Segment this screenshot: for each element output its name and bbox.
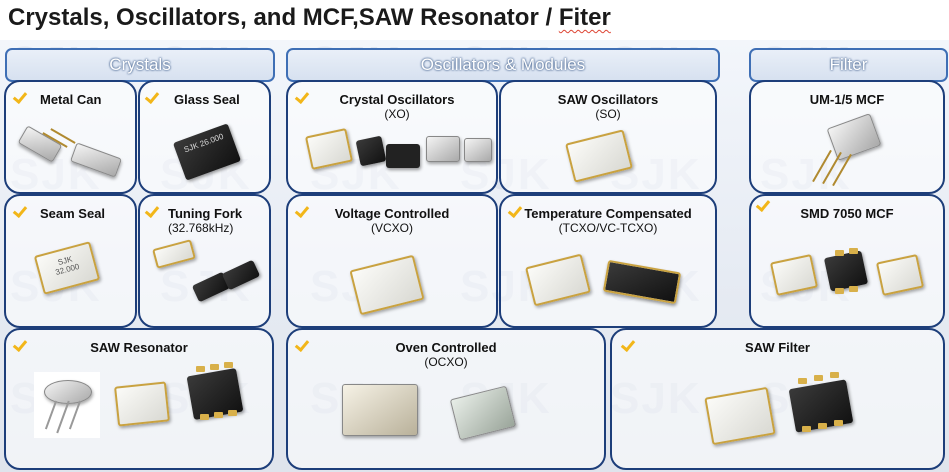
card-sublabel: (TCXO/VC-TCXO)	[558, 221, 658, 235]
card-saw-oscillators[interactable]: SAW Oscillators(SO)	[499, 80, 717, 194]
page-title: Crystals, Oscillators, and MCF,SAW Reson…	[8, 4, 611, 32]
glass-seal-crystal-image: SJK 26.000	[172, 123, 242, 181]
card-vcxo[interactable]: Voltage Controlled(VCXO)	[286, 194, 498, 328]
card-label: Seam Seal	[40, 206, 106, 221]
vcxo-image	[349, 254, 425, 316]
card-label: SAW Oscillators(SO)	[501, 92, 715, 122]
card-label-text: Oven Controlled	[395, 340, 497, 355]
card-label: Temperature Compensated(TCXO/VC-TCXO)	[501, 206, 715, 236]
card-label: Metal Can	[40, 92, 102, 107]
card-crystal-oscillators[interactable]: Crystal Oscillators(XO)	[286, 80, 498, 194]
card-metal-can[interactable]: Metal Can	[4, 80, 137, 194]
card-label: SMD 7050 MCF	[800, 206, 894, 221]
page-title-misspelled-word: Fiter	[558, 4, 611, 31]
card-label: Glass Seal	[174, 92, 240, 107]
card-sublabel: (OCXO)	[424, 355, 468, 369]
card-label-text: SAW Oscillators	[557, 92, 659, 107]
card-sublabel: (SO)	[595, 107, 621, 121]
page-title-text: Crystals, Oscillators, and MCF,SAW Reson…	[8, 4, 559, 31]
card-tcxo[interactable]: Temperature Compensated(TCXO/VC-TCXO)	[499, 194, 717, 328]
category-filter: Filter	[749, 48, 948, 82]
card-saw-resonator[interactable]: SAW Resonator	[4, 328, 274, 470]
category-oscillators: Oscillators & Modules	[286, 48, 720, 82]
card-label-text: Tuning Fork	[168, 206, 243, 221]
card-saw-filter[interactable]: SAW Filter	[610, 328, 945, 470]
card-smd7050-mcf[interactable]: SMD 7050 MCF	[749, 194, 945, 328]
card-seam-seal[interactable]: Seam Seal SJK 32.000	[4, 194, 137, 328]
card-label: UM-1/5 MCF	[809, 92, 885, 107]
card-sublabel: (VCXO)	[371, 221, 413, 235]
card-um15-mcf[interactable]: UM-1/5 MCF	[749, 80, 945, 194]
card-label-text: Voltage Controlled	[334, 206, 450, 221]
card-tuning-fork[interactable]: Tuning Fork(32.768kHz)	[138, 194, 271, 328]
seam-seal-crystal-image: SJK 32.000	[33, 241, 101, 295]
card-label-text: Temperature Compensated	[524, 206, 692, 221]
card-ocxo[interactable]: Oven Controlled(OCXO)	[286, 328, 606, 470]
card-label: Tuning Fork(32.768kHz)	[140, 206, 269, 236]
card-label: Voltage Controlled(VCXO)	[288, 206, 496, 236]
card-label: SAW Resonator	[90, 340, 188, 355]
card-glass-seal[interactable]: Glass Seal SJK 26.000	[138, 80, 271, 194]
card-sublabel: (32.768kHz)	[168, 221, 234, 235]
saw-oscillator-image	[565, 129, 633, 183]
card-label: Oven Controlled(OCXO)	[288, 340, 604, 370]
card-sublabel: (XO)	[384, 107, 410, 121]
card-label-text: Crystal Oscillators	[339, 92, 455, 107]
card-label: Crystal Oscillators(XO)	[288, 92, 496, 122]
card-label: SAW Filter	[744, 340, 810, 355]
category-crystals: Crystals	[5, 48, 275, 82]
